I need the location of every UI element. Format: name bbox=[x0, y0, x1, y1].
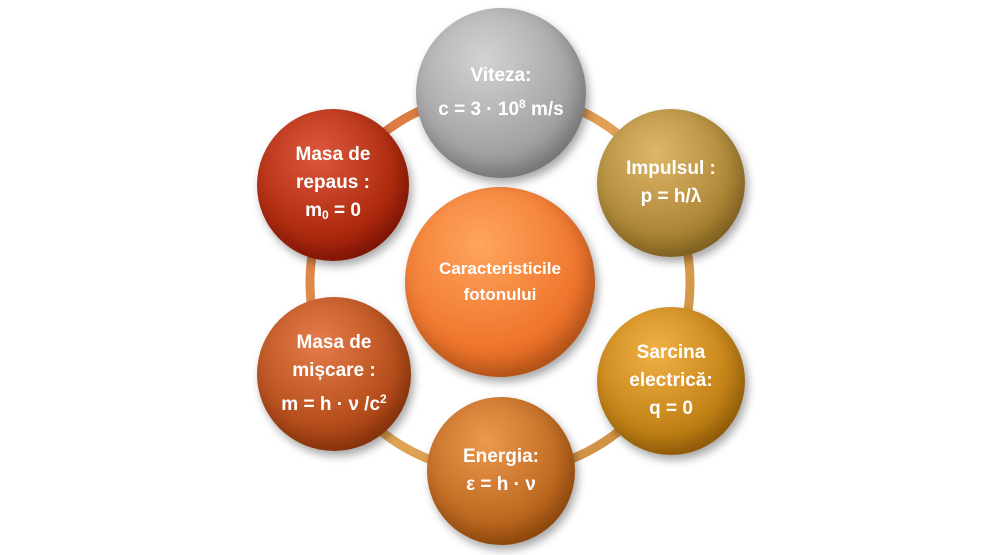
center-title-line1: Caracteristicile bbox=[439, 259, 561, 278]
node-viteza: Viteza: c = 3 · 108 m/s bbox=[416, 8, 586, 178]
energia-label: Energia: bbox=[462, 446, 540, 467]
node-masa-de-repaus: Masa de repaus : m0 = 0 bbox=[257, 109, 409, 261]
center-node: Caracteristicile fotonului bbox=[405, 187, 595, 377]
impulsul-label: Impulsul : bbox=[626, 158, 716, 179]
masa-repaus-label-line1: Masa de bbox=[295, 144, 371, 165]
node-sarcina: Sarcina electrică: q = 0 bbox=[597, 307, 745, 455]
masa-repaus-label-line2: repaus : bbox=[296, 172, 370, 193]
masa-repaus-formula: m0 = 0 bbox=[305, 200, 361, 222]
node-energia: Energia: ε = h · ν bbox=[427, 397, 575, 545]
center-title-line2: fotonului bbox=[463, 285, 537, 304]
energia-formula: ε = h · ν bbox=[466, 474, 536, 495]
masa-miscare-label-line1: Masa de bbox=[296, 332, 372, 353]
viteza-label: Viteza: bbox=[470, 65, 532, 86]
viteza-formula: c = 3 · 108 m/s bbox=[438, 97, 564, 120]
masa-miscare-formula: m = h · ν /c2 bbox=[281, 392, 387, 415]
sarcina-label-line2: electrică: bbox=[629, 370, 713, 391]
sarcina-formula: q = 0 bbox=[649, 398, 693, 419]
sarcina-label-line1: Sarcina bbox=[636, 342, 706, 363]
node-impulsul: Impulsul : p = h/λ bbox=[597, 109, 745, 257]
node-masa-de-miscare: Masa de mișcare : m = h · ν /c2 bbox=[257, 297, 411, 451]
impulsul-formula: p = h/λ bbox=[640, 186, 702, 207]
masa-miscare-label-line2: mișcare : bbox=[292, 360, 376, 381]
